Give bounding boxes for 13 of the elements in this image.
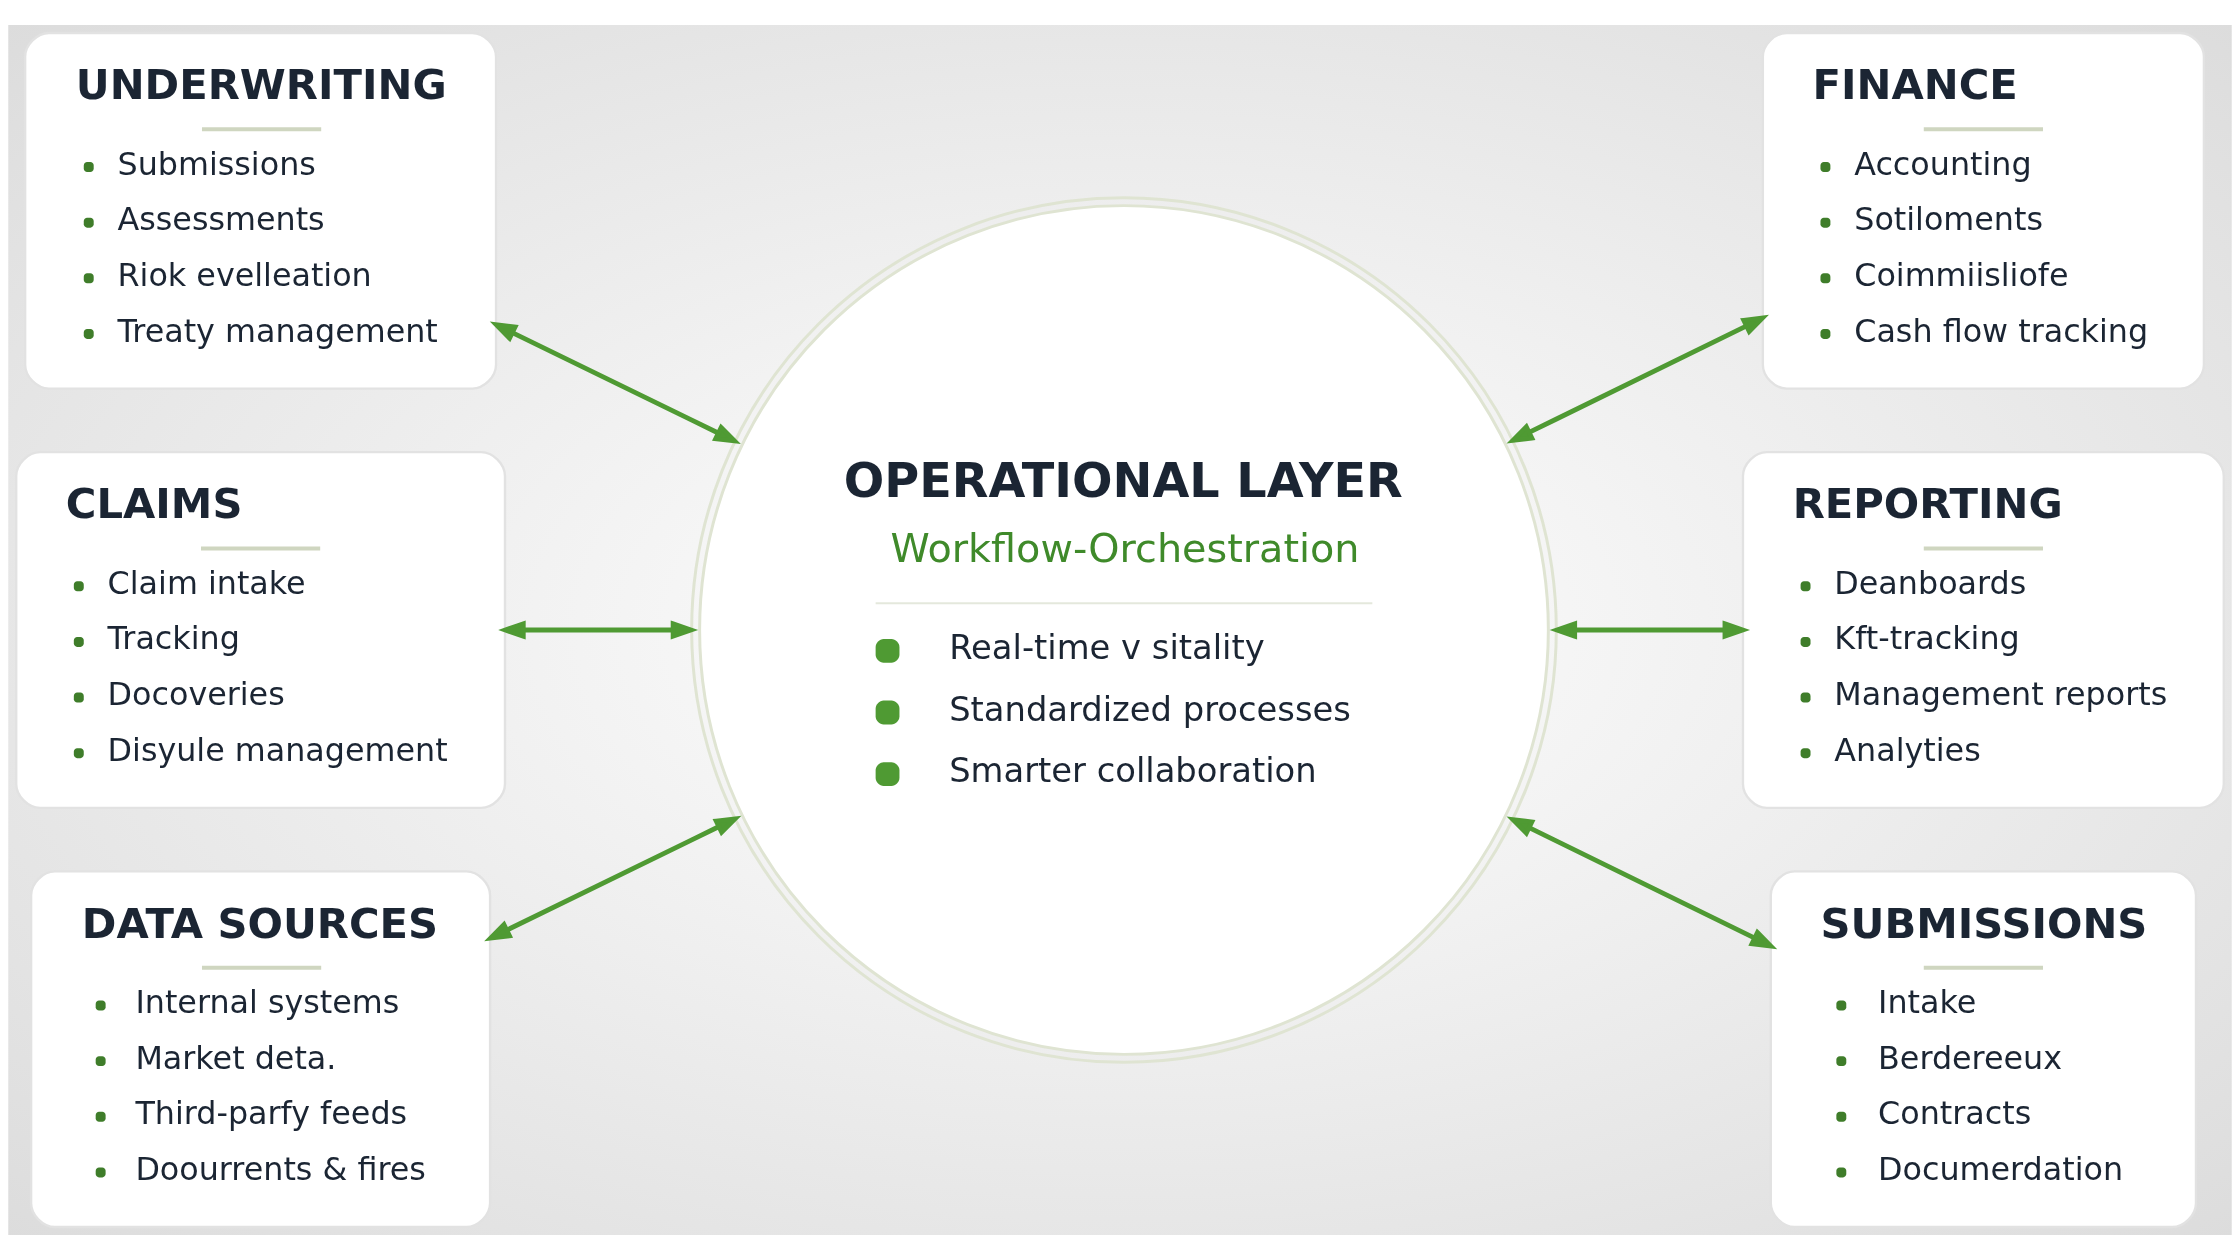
node-circle: OPERATIONAL LAYER Workflow-Orchestration Real-time v sitality Standardized processes Smarter collaboration (690, 196, 1558, 1064)
node-box: UNDERWRITING Submissions Assessments Riok evelleation Treaty management (23, 31, 498, 390)
arrow (1549, 620, 1751, 640)
node-box: REPORTING Deanboards Kft-tracking Management reports Analyties (1741, 451, 2225, 809)
arrow (489, 321, 741, 445)
arrow (1506, 816, 1778, 950)
node-box: FINANCE Accounting Sotiloments Coimmiisliofe Cash flow tracking (1761, 31, 2206, 390)
arrow (1506, 314, 1769, 444)
arrow (484, 815, 742, 942)
node-box: CLAIMS Claim intake Tracking Docoveries Disyule management (15, 451, 507, 809)
node-box: DATA SOURCES Internal systems Market deta. Third-parfy feeds Doourrents & fires (29, 870, 492, 1229)
node-box: SUBMISSIONS Intake Berdereeux Contracts Documerdation (1769, 870, 2198, 1229)
arrow (498, 620, 699, 640)
